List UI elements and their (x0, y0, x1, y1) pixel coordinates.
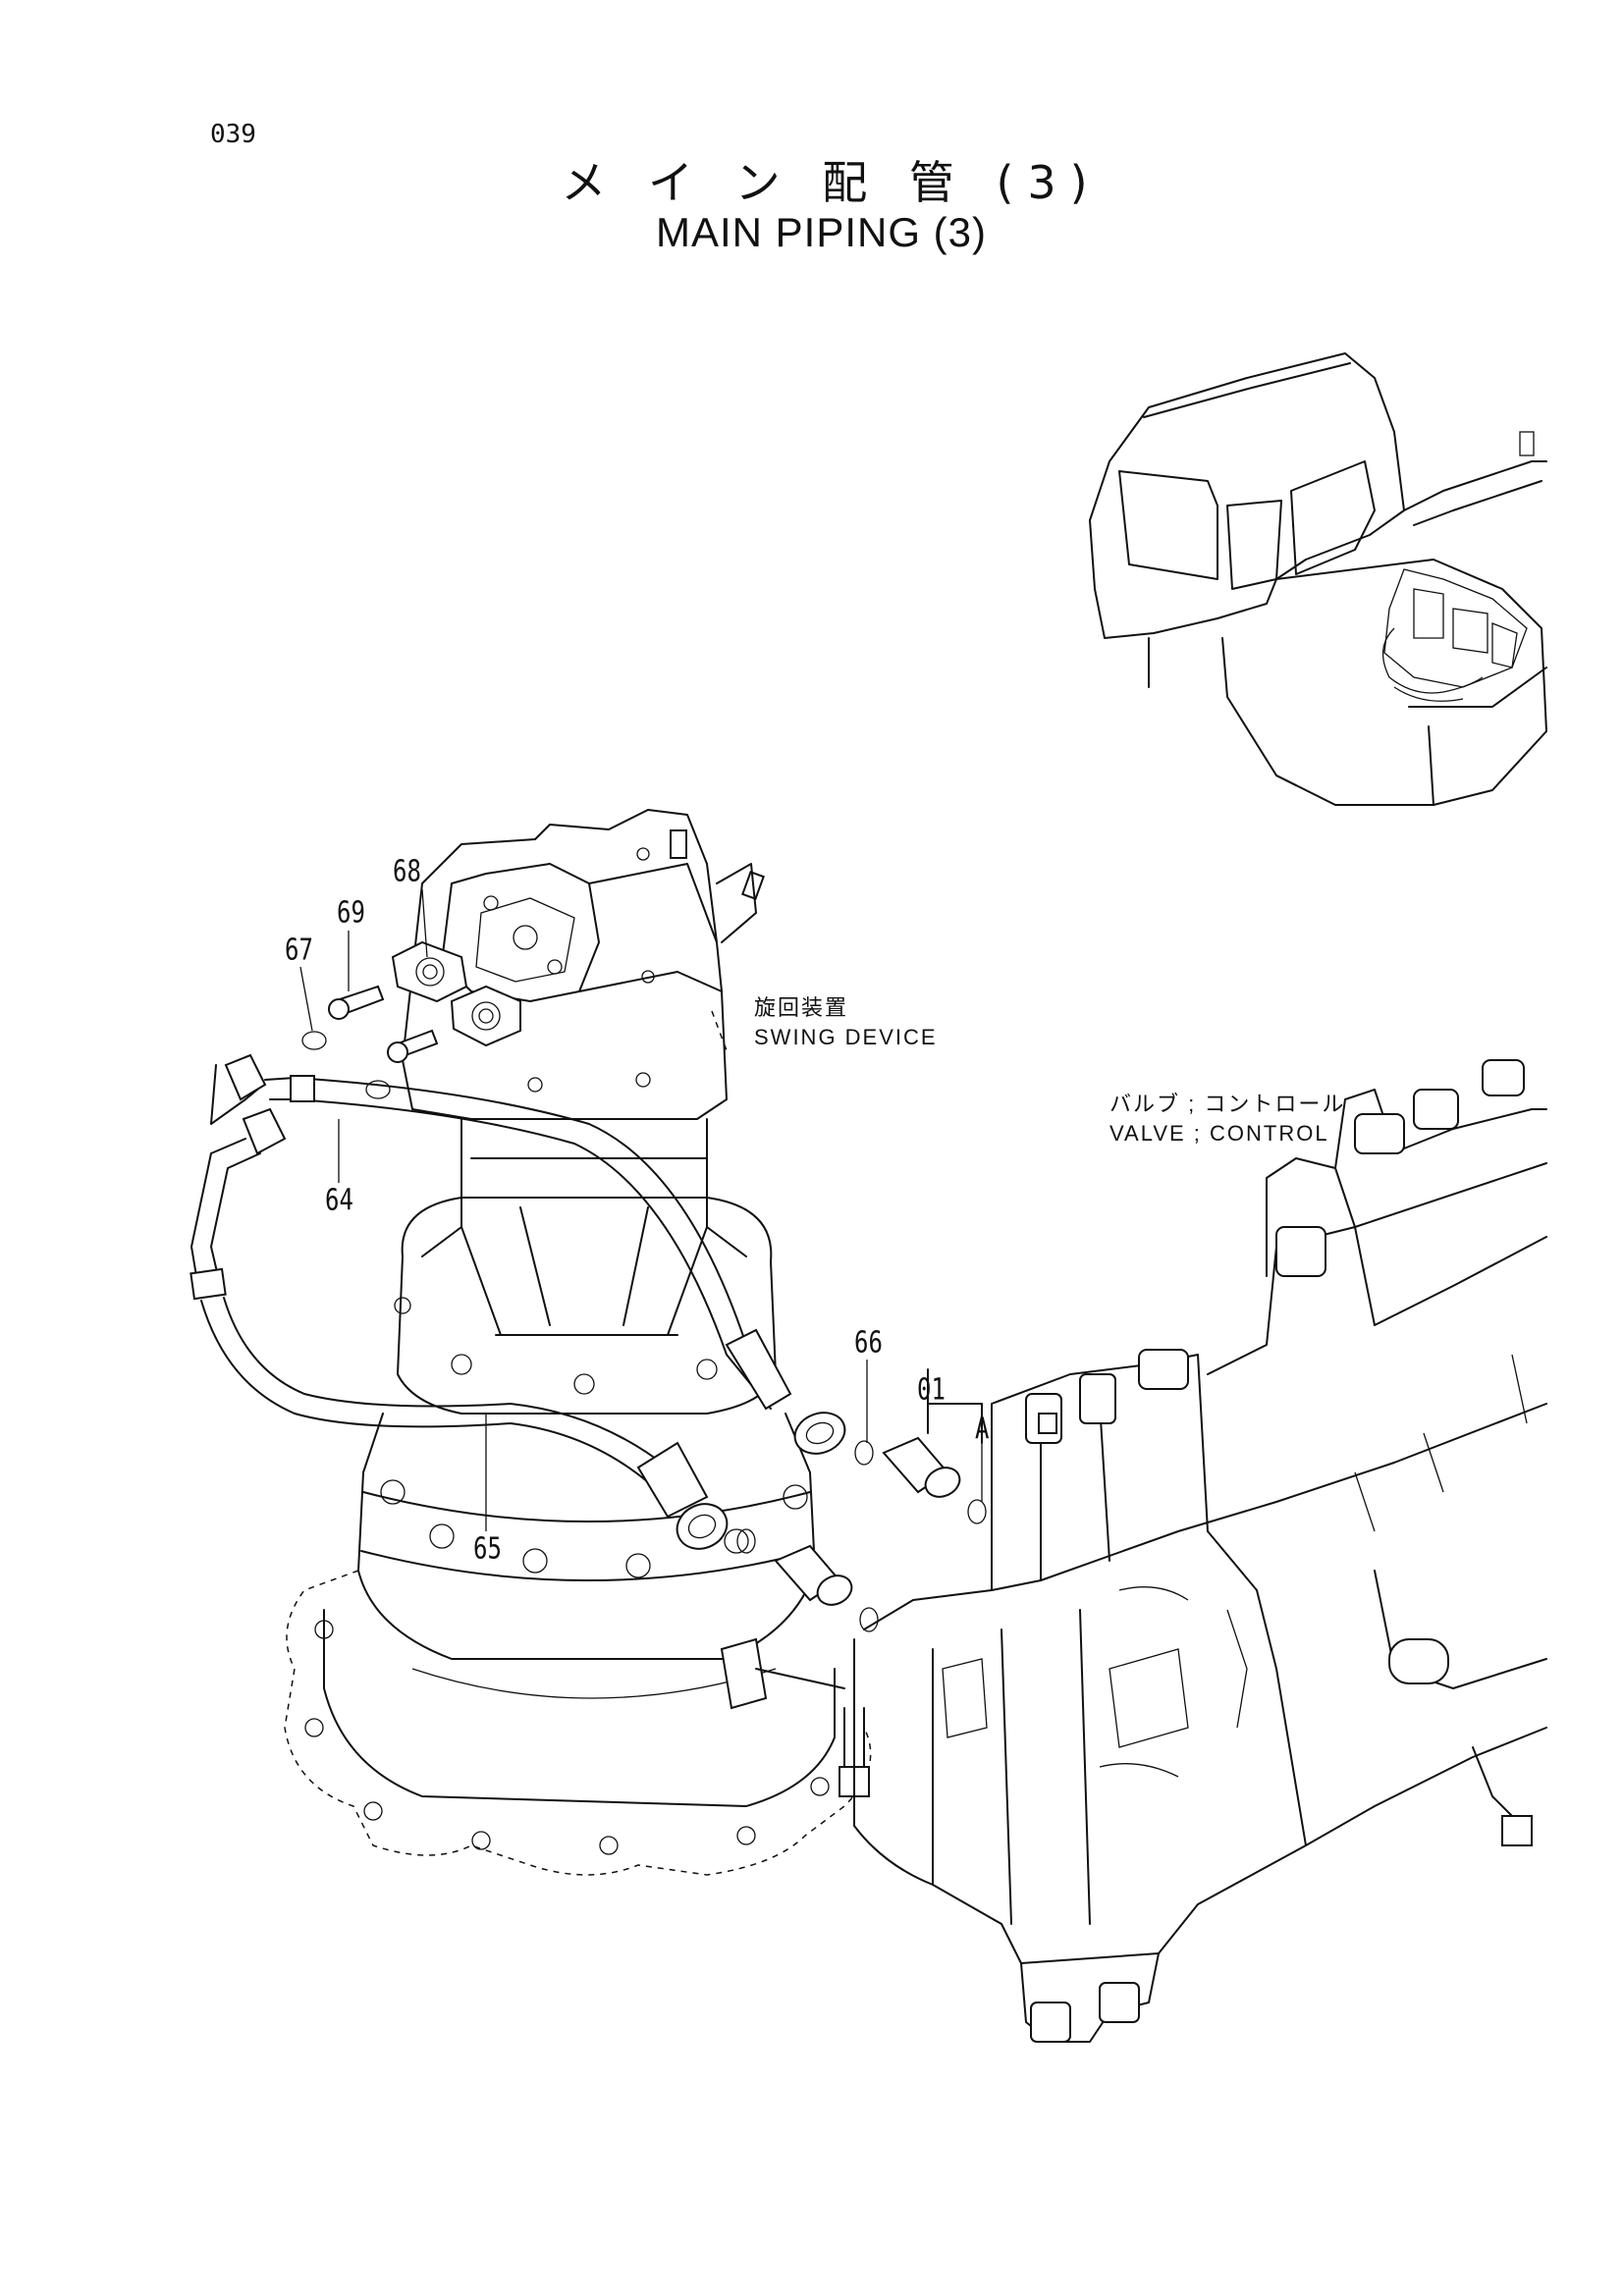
adapter-01-and-orings (720, 1368, 987, 1797)
control-valve-label-en: VALVE ; CONTROL (1109, 1121, 1329, 1146)
callout-65: 65 (473, 1531, 502, 1566)
swing-device-label-en: SWING DEVICE (754, 1025, 938, 1049)
callout-A: A (975, 1412, 990, 1446)
callout-66: 66 (854, 1325, 883, 1360)
page-number: 039 (210, 120, 256, 149)
leader-lines (299, 888, 983, 1531)
control-valve-label: バルブ ; コントロール VALVE ; CONTROL (1109, 1090, 1345, 1148)
swing-device-label: 旋回装置 SWING DEVICE (754, 993, 938, 1052)
hose-64 (210, 1053, 846, 1455)
callout-68: 68 (393, 854, 421, 888)
control-valve-label-jp: バルブ ; コントロール (1109, 1092, 1346, 1116)
callout-67: 67 (285, 933, 313, 967)
split-flange-parts (301, 940, 521, 1099)
excavator-cab-inset (1089, 352, 1547, 806)
swing-device-drawing (284, 809, 872, 1876)
page-title-japanese: メ イ ン 配 管 (3) (561, 156, 1102, 209)
page-title-english: MAIN PIPING (3) (655, 209, 988, 255)
control-valve-drawing (853, 1059, 1547, 2043)
callout-64: 64 (325, 1183, 353, 1217)
swing-device-label-jp: 旋回装置 (754, 995, 849, 1020)
hose-65 (189, 1107, 729, 1550)
callout-69: 69 (337, 895, 365, 930)
callout-01: 01 (917, 1372, 946, 1407)
